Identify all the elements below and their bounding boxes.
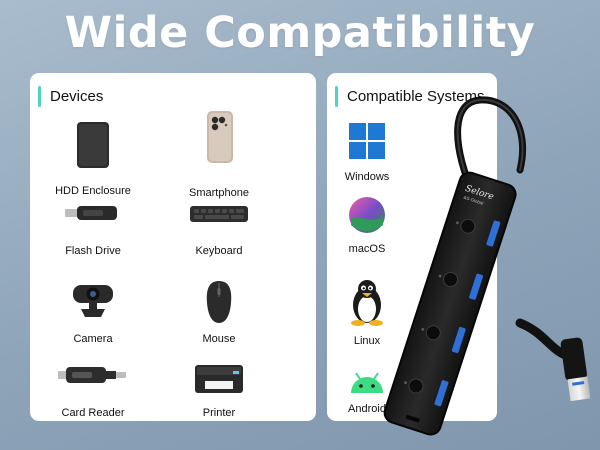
devices-panel-title: Devices (50, 88, 104, 105)
os-label: macOS (348, 243, 386, 255)
card-reader-icon (58, 367, 126, 383)
os-label: Android (348, 403, 386, 415)
device-item-card-reader: Card Reader (28, 363, 158, 419)
device-label: Printer (202, 407, 236, 419)
accent-bar (38, 86, 41, 107)
device-label: Flash Drive (65, 245, 121, 257)
printer-icon (195, 365, 243, 393)
device-label: Keyboard (195, 245, 243, 257)
port-switch-2 (443, 272, 459, 288)
usb-port-4 (434, 380, 449, 407)
port-switch-4 (408, 378, 424, 394)
os-label: Windows (344, 171, 390, 183)
device-label: Mouse (202, 333, 236, 345)
android-icon (351, 372, 383, 393)
devices-panel-header: Devices (38, 86, 103, 107)
device-item-keyboard: Keyboard (154, 203, 284, 257)
os-item-linux: Linux (327, 277, 407, 347)
hdd-enclosure-icon (77, 122, 109, 168)
hub-body (383, 171, 517, 436)
linux-tux-icon (351, 280, 383, 326)
device-label: Card Reader (61, 407, 125, 419)
usb-hub-product-image: Selore &S-Global (383, 96, 591, 436)
usb-port-2 (469, 273, 484, 300)
mouse-icon (206, 281, 232, 323)
os-label: Linux (353, 335, 381, 347)
device-item-hdd-enclosure: HDD Enclosure (28, 119, 158, 197)
os-item-macos: macOS (327, 195, 407, 255)
page-headline: Wide Compatibility (64, 8, 536, 58)
devices-panel: Devices HDD Enclosure Smartphone Flash D… (30, 73, 316, 421)
device-item-printer: Printer (154, 357, 284, 419)
device-label: HDD Enclosure (55, 185, 131, 197)
windows-logo-icon (349, 123, 385, 159)
webcam-icon (73, 285, 113, 317)
accent-bar (335, 86, 338, 107)
systems-panel-header: Compatible Systems (335, 86, 485, 107)
device-item-mouse: Mouse (154, 279, 284, 345)
smartphone-icon (207, 111, 233, 163)
systems-panel-title: Compatible Systems (347, 88, 485, 105)
usb-a-plug (560, 337, 591, 402)
device-label: Camera (73, 333, 113, 345)
device-item-camera: Camera (28, 281, 158, 345)
usb-cable-tail (515, 318, 573, 361)
hub-brand-sub: &S-Global (463, 195, 484, 206)
device-item-flash-drive: Flash Drive (28, 201, 158, 257)
os-item-windows: Windows (327, 121, 407, 183)
device-label: Smartphone (189, 187, 249, 199)
macos-icon (349, 197, 385, 233)
device-item-smartphone: Smartphone (154, 109, 284, 199)
flash-drive-icon (65, 206, 117, 220)
os-item-android: Android (327, 369, 407, 415)
port-switch-1 (460, 218, 476, 234)
keyboard-icon (190, 206, 248, 222)
usb-port-1 (486, 220, 501, 247)
usb-port-3 (451, 326, 466, 354)
port-switch-3 (425, 325, 441, 341)
